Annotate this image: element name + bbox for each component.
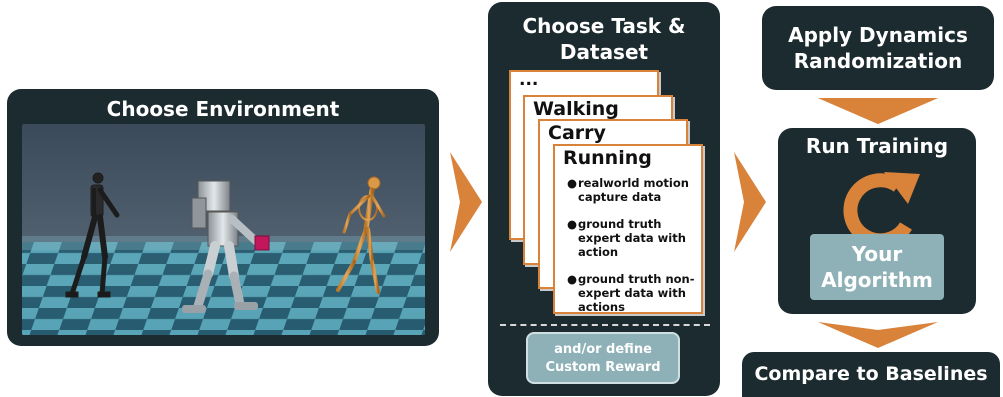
dynamics-line1: Apply Dynamics xyxy=(788,23,968,47)
list-item: ● realworld motion capture data xyxy=(567,176,703,204)
bullet-text: realworld motion capture data xyxy=(578,176,689,204)
choose-task-title-line1: Choose Task & xyxy=(522,14,686,38)
dynamics-randomization-panel: Apply Dynamics Randomization xyxy=(762,6,994,90)
task-card-ellipsis-label: ... xyxy=(519,70,539,90)
divider xyxy=(500,324,710,326)
flow-arrow-2 xyxy=(734,152,766,252)
bullet-icon: ● xyxy=(567,176,578,190)
custom-reward-button[interactable]: and/or define Custom Reward xyxy=(526,332,680,384)
silver-robot xyxy=(182,180,270,313)
custom-reward-line2: Custom Reward xyxy=(545,360,661,375)
running-dataset-list: ● realworld motion capture data ● ground… xyxy=(567,176,703,327)
gold-skeleton xyxy=(330,176,388,296)
bullet-icon: ● xyxy=(567,272,578,286)
bullet-text: ground truth expert data with action xyxy=(578,217,686,259)
bullet-text: ground truth non-expert data with action… xyxy=(578,272,695,314)
custom-reward-line1: and/or define xyxy=(554,342,652,357)
task-card-running[interactable]: Running ● realworld motion capture data … xyxy=(553,144,703,314)
list-item: ● ground truth non-expert data with acti… xyxy=(567,272,703,314)
choose-task-title-line2: Dataset xyxy=(559,40,649,64)
your-algorithm-box: Your Algorithm xyxy=(810,234,944,300)
flow-arrow-down-2 xyxy=(818,322,938,348)
run-training-title: Run Training xyxy=(805,134,949,158)
list-item: ● ground truth expert data with action xyxy=(567,217,703,259)
dynamics-line2: Randomization xyxy=(793,49,963,73)
task-card-walking-label: Walking xyxy=(533,98,619,120)
choose-environment-title: Choose Environment xyxy=(106,97,340,121)
refresh-cycle-icon xyxy=(843,172,920,244)
bullet-icon: ● xyxy=(567,217,578,231)
task-card-carry-label: Carry xyxy=(548,122,606,144)
compare-baselines-title: Compare to Baselines xyxy=(754,363,988,385)
task-card-running-label: Running xyxy=(563,147,652,169)
compare-baselines-panel: Compare to Baselines xyxy=(742,352,1000,397)
algorithm-line2: Algorithm xyxy=(821,268,933,292)
run-training-panel: Run Training Your Algorithm xyxy=(778,128,976,314)
environment-scene xyxy=(22,124,425,335)
black-humanoid xyxy=(65,172,120,298)
algorithm-line1: Your xyxy=(851,242,903,266)
flow-arrow-1 xyxy=(450,152,482,252)
environment-scene-illustration xyxy=(22,124,425,335)
flow-arrow-down-1 xyxy=(818,98,938,124)
